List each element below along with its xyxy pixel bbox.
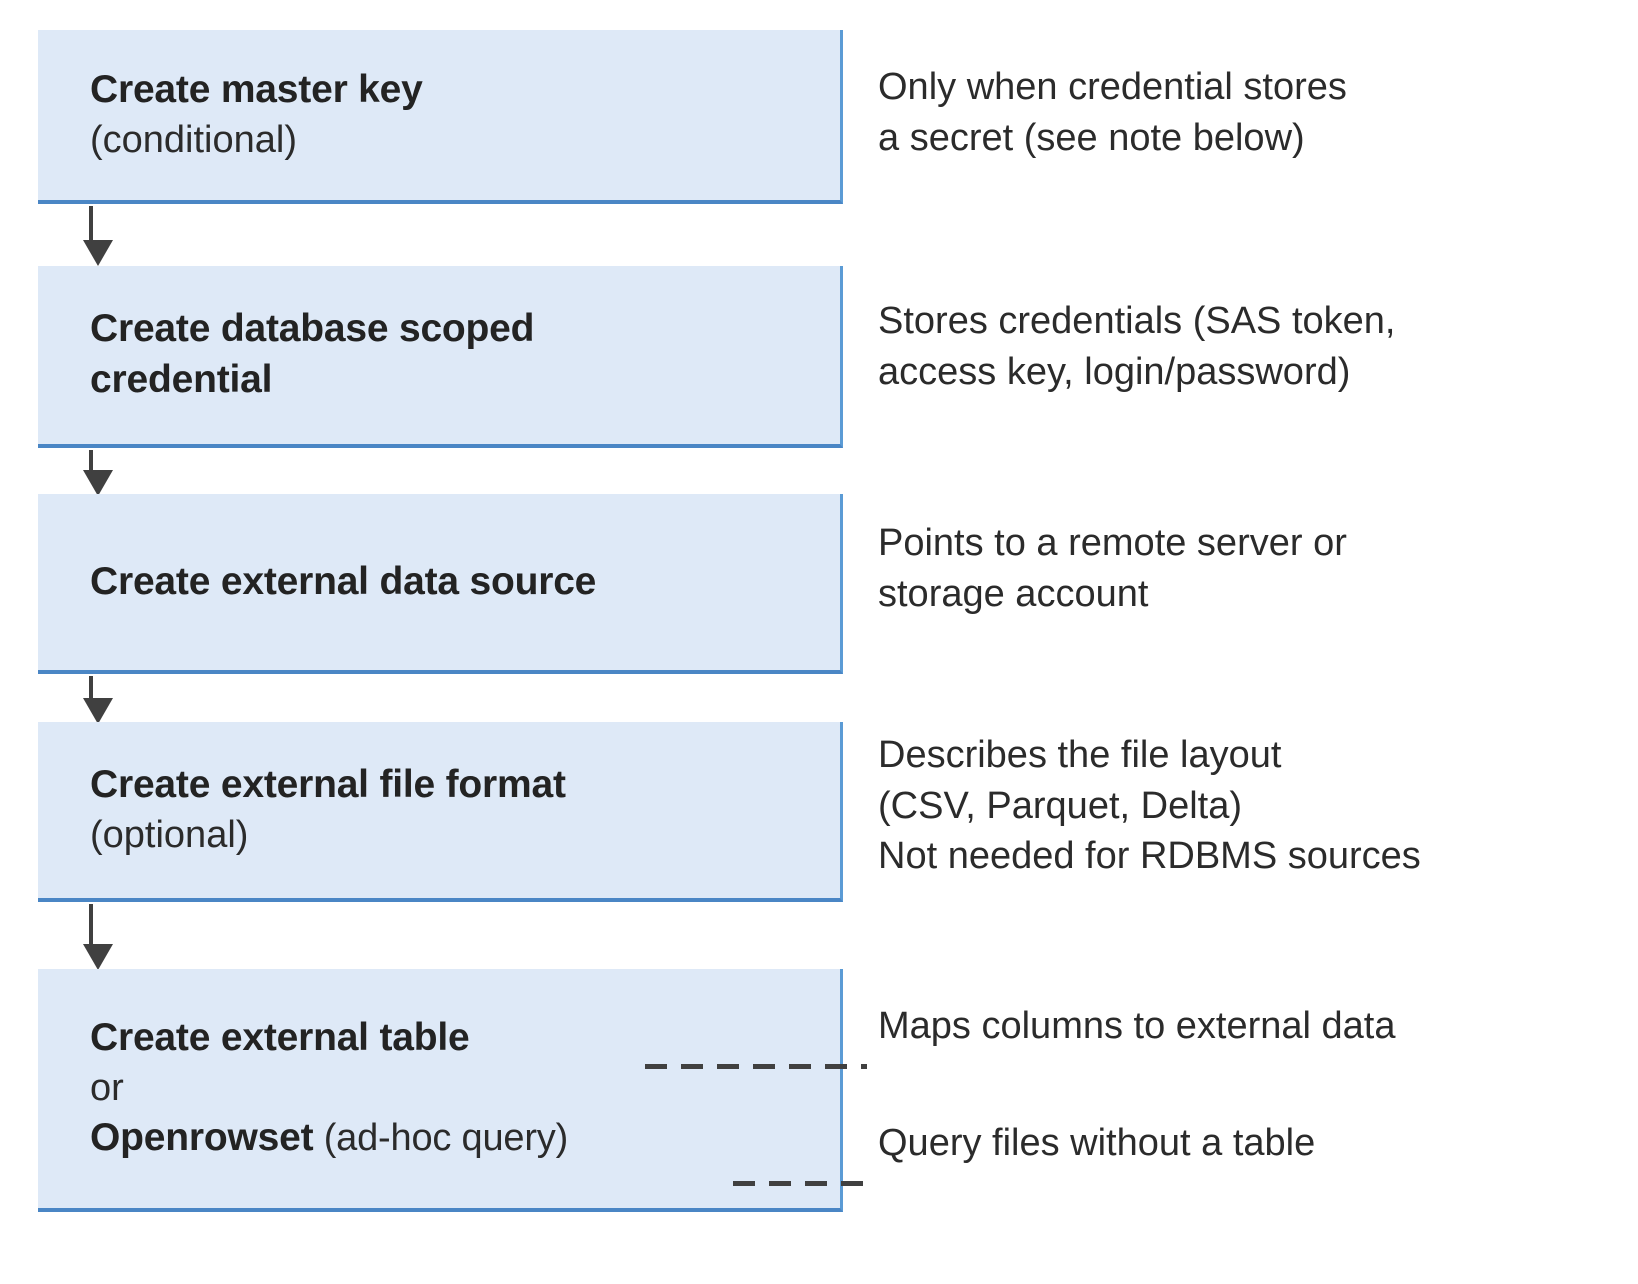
note-external-table-text: Maps columns to external data: [878, 1005, 1396, 1047]
note-external-table: Maps columns to external data: [878, 1001, 1396, 1052]
step-box-data-source[interactable]: Create external data source: [38, 494, 843, 674]
arrow-down-icon-2: [83, 450, 113, 496]
arrow-down-icon-3: [83, 676, 113, 724]
arrow-head: [83, 698, 113, 724]
step-title-data-source: Create external data source: [90, 559, 597, 603]
step-title-openrowset: Openrowset: [90, 1116, 314, 1160]
step-box-data-source-text: Create external data source: [38, 557, 840, 608]
arrow-shaft: [89, 450, 93, 472]
note-file-format-line1: Describes the file layout: [878, 734, 1282, 776]
note-scoped-credential: Stores credentials (SAS token, access ke…: [878, 296, 1395, 397]
step-title-scoped-credential-line2: credential: [90, 358, 273, 401]
note-file-format-line2: (CSV, Parquet, Delta): [878, 784, 1242, 827]
note-openrowset-text: Query files without a table: [878, 1122, 1316, 1164]
step-box-master-key-text: Create master key (conditional): [38, 65, 840, 165]
note-data-source-line1: Points to a remote server or: [878, 522, 1347, 564]
step-subtitle-master-key: (conditional): [90, 118, 297, 161]
step-box-scoped-credential[interactable]: Create database scoped credential: [38, 266, 843, 448]
dashed-leader-openrowset: [733, 1181, 867, 1186]
step-subtitle-file-format: (optional): [90, 813, 249, 856]
arrow-down-icon-1: [83, 206, 113, 266]
dashed-leader-external-table: [645, 1064, 867, 1069]
step-box-file-format-text: Create external file format (optional): [38, 760, 840, 860]
arrow-head: [83, 470, 113, 496]
step-box-external-table-text: Create external table or Openrowset (ad-…: [38, 1013, 840, 1164]
step-separator-or: or: [90, 1066, 124, 1109]
step-title-file-format: Create external file format: [90, 762, 566, 806]
step-title-scoped-credential-line1: Create database scoped: [90, 307, 535, 351]
arrow-down-icon-4: [83, 904, 113, 970]
arrow-shaft: [89, 676, 93, 700]
note-master-key-line1: Only when credential stores: [878, 66, 1347, 108]
step-box-file-format[interactable]: Create external file format (optional): [38, 722, 843, 902]
note-data-source-line2: storage account: [878, 572, 1149, 615]
step-title-external-table: Create external table: [90, 1016, 470, 1060]
arrow-head: [83, 944, 113, 970]
note-file-format: Describes the file layout (CSV, Parquet,…: [878, 730, 1421, 882]
note-file-format-line3: Not needed for RDBMS sources: [878, 835, 1421, 878]
note-data-source: Points to a remote server or storage acc…: [878, 518, 1347, 619]
note-master-key: Only when credential stores a secret (se…: [878, 62, 1347, 163]
note-scoped-credential-line2: access key, login/password): [878, 350, 1351, 393]
note-master-key-line2: a secret (see note below): [878, 116, 1305, 159]
arrow-head: [83, 240, 113, 266]
step-box-scoped-credential-text: Create database scoped credential: [38, 304, 840, 405]
step-title-openrowset-row: Openrowset (ad-hoc query): [90, 1113, 826, 1164]
step-box-master-key[interactable]: Create master key (conditional): [38, 30, 843, 204]
step-subtitle-openrowset: (ad-hoc query): [313, 1117, 569, 1160]
arrow-shaft: [89, 904, 93, 946]
step-title-master-key: Create master key: [90, 67, 423, 111]
note-scoped-credential-line1: Stores credentials (SAS token,: [878, 300, 1396, 342]
step-box-external-table[interactable]: Create external table or Openrowset (ad-…: [38, 969, 843, 1212]
note-openrowset: Query files without a table: [878, 1118, 1315, 1169]
arrow-shaft: [89, 206, 93, 242]
